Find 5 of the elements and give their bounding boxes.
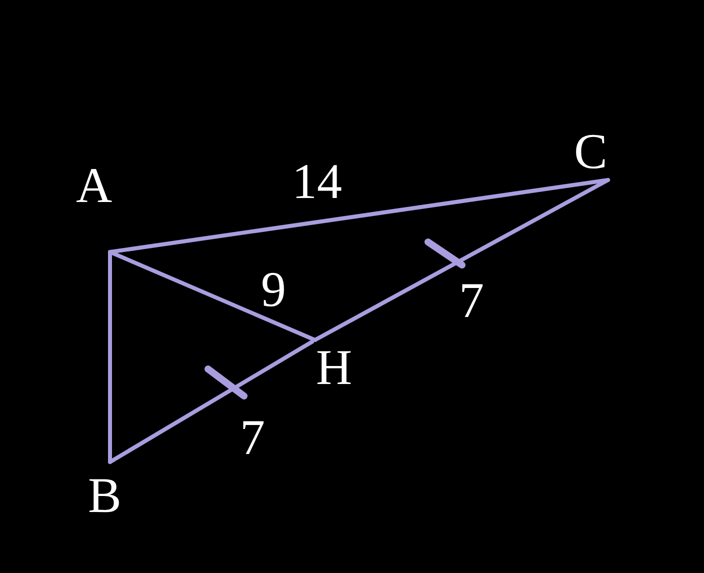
line-segment xyxy=(108,338,317,464)
line-segment xyxy=(108,250,112,464)
line-segment xyxy=(108,250,317,342)
line-segment xyxy=(313,178,610,342)
line-segment xyxy=(108,178,610,254)
